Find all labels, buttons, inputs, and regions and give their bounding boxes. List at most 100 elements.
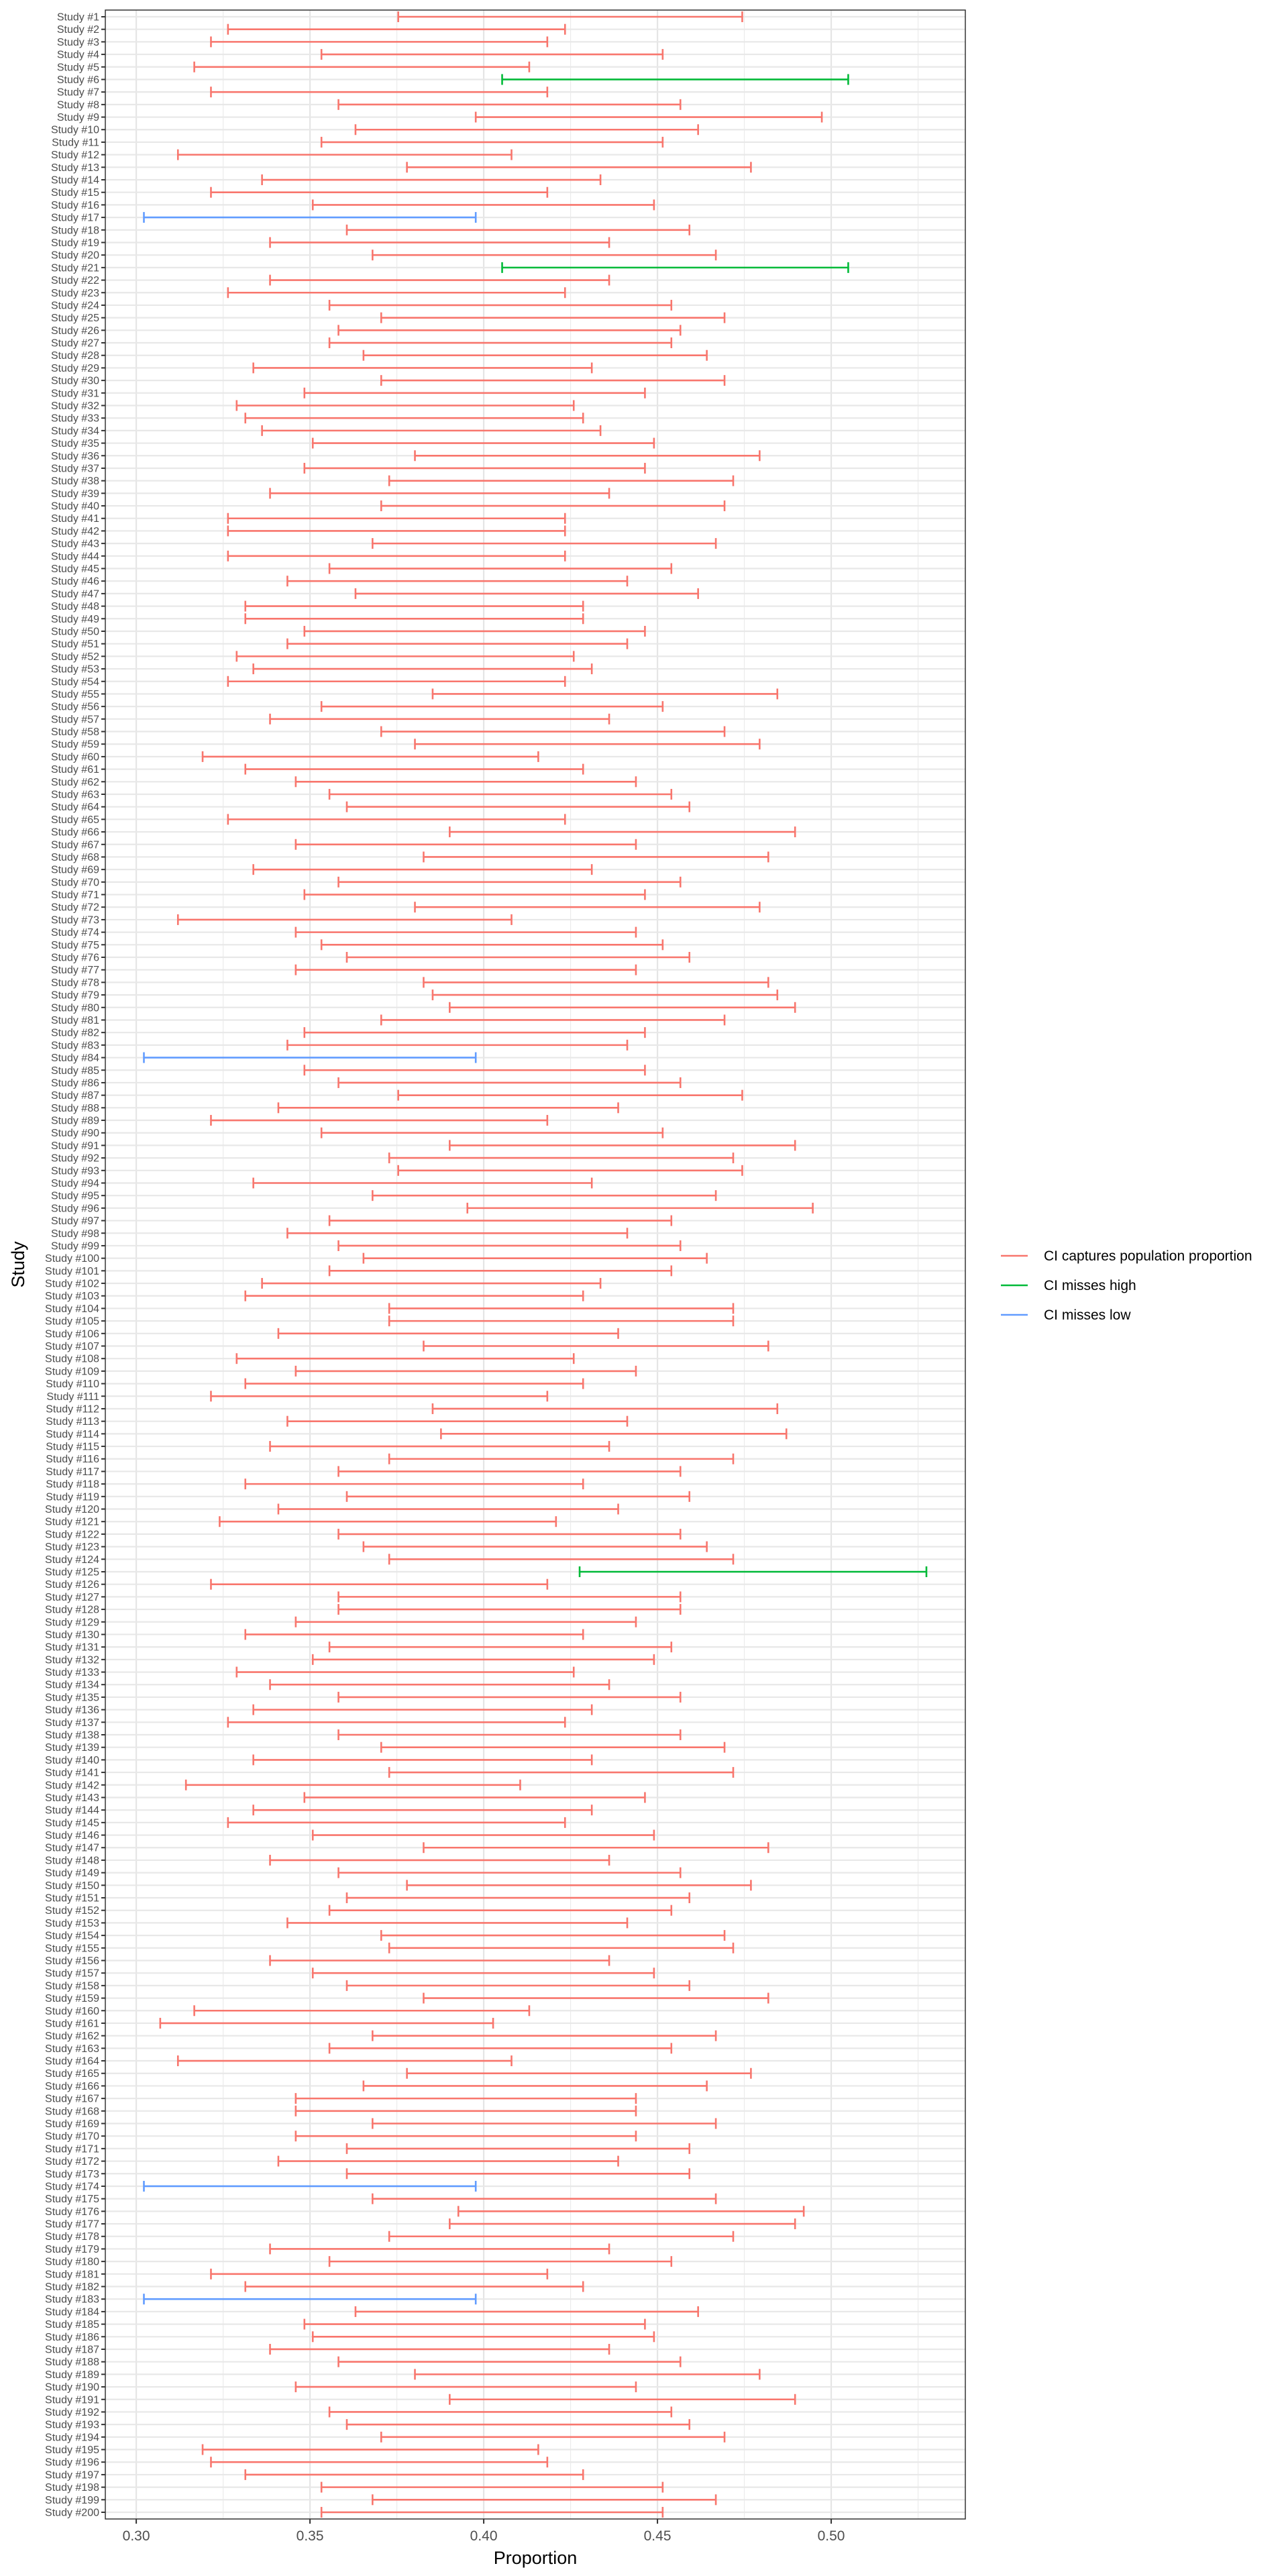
y-tick-label: Study #14 (51, 175, 99, 186)
error-bar-study-103 (244, 1290, 584, 1301)
error-bar-study-39 (269, 488, 610, 499)
y-tick-label: Study #42 (51, 526, 99, 537)
y-tick-label: Study #127 (45, 1592, 99, 1603)
error-bar-study-141 (388, 1767, 735, 1778)
y-tick-label: Study #18 (51, 225, 99, 236)
error-bar-study-20 (372, 250, 717, 261)
y-tick-label: Study #40 (51, 501, 99, 513)
error-bar-study-68 (423, 851, 769, 863)
error-bar-study-113 (286, 1415, 629, 1427)
y-tick-label: Study #57 (51, 714, 99, 725)
error-bar-study-42 (227, 525, 566, 537)
error-bar-study-102 (261, 1278, 602, 1289)
y-tick-label: Study #94 (51, 1178, 99, 1189)
y-tick-label: Study #37 (51, 463, 99, 474)
y-tick-label: Study #164 (45, 2056, 99, 2068)
y-tick-label: Study #148 (45, 1855, 99, 1866)
error-bar-study-44 (227, 550, 566, 561)
error-bar-study-98 (286, 1228, 629, 1239)
y-tick-label: Study #29 (51, 363, 99, 374)
error-bar-study-89 (210, 1115, 549, 1126)
error-bar-study-173 (345, 2168, 691, 2180)
y-tick-label: Study #43 (51, 539, 99, 550)
y-tick-label: Study #101 (45, 1266, 99, 1277)
y-tick-label: Study #151 (45, 1893, 99, 1904)
y-tick-label: Study #77 (51, 965, 99, 976)
y-tick-label: Study #136 (45, 1705, 99, 1716)
error-bar-study-97 (328, 1215, 673, 1226)
y-tick-label: Study #126 (45, 1579, 99, 1591)
error-bar-study-186 (311, 2331, 655, 2343)
error-bar-study-147 (423, 1842, 769, 1854)
y-tick-label: Study #84 (51, 1053, 99, 1064)
error-bar-study-161 (159, 2017, 494, 2029)
y-tick-label: Study #25 (51, 313, 99, 324)
y-tick-label: Study #85 (51, 1065, 99, 1077)
error-bar-study-50 (303, 625, 646, 637)
error-bar-study-199 (372, 2494, 717, 2506)
error-bar-study-153 (286, 1917, 629, 1929)
error-bar-study-90 (320, 1127, 664, 1138)
y-tick-label: Study #135 (45, 1692, 99, 1703)
error-bar-study-56 (320, 701, 664, 712)
error-bar-study-11 (320, 136, 664, 148)
error-bar-study-126 (210, 1578, 549, 1590)
error-bar-study-100 (362, 1252, 708, 1264)
y-tick-label: Study #152 (45, 1905, 99, 1917)
error-bar-study-47 (354, 588, 699, 599)
y-tick-label: Study #32 (51, 400, 99, 412)
y-tick-label: Study #108 (45, 1354, 99, 1365)
y-tick-label: Study #124 (45, 1554, 99, 1566)
y-tick-label: Study #131 (45, 1642, 99, 1654)
error-bar-study-14 (261, 174, 602, 186)
y-tick-label: Study #183 (45, 2294, 99, 2306)
y-tick-label: Study #119 (46, 1491, 99, 1503)
error-bar-study-180 (328, 2256, 673, 2267)
error-bar-study-189 (414, 2369, 761, 2380)
error-bar-study-23 (227, 287, 566, 299)
y-tick-label: Study #181 (45, 2269, 99, 2280)
legend-item-captures: CI captures population proportion (1001, 1248, 1252, 1264)
error-bar-study-46 (286, 576, 629, 587)
error-bar-study-18 (345, 224, 691, 235)
error-bar-study-176 (457, 2206, 805, 2217)
y-tick-label: Study #15 (51, 187, 99, 199)
error-bar-study-132 (311, 1654, 655, 1665)
error-bar-study-13 (406, 162, 752, 173)
error-bar-study-65 (227, 814, 566, 825)
y-tick-label: Study #68 (51, 852, 99, 863)
error-bar-study-136 (252, 1704, 593, 1715)
error-bar-study-159 (423, 1992, 769, 2004)
error-bar-study-75 (320, 939, 664, 951)
y-tick-label: Study #147 (45, 1843, 99, 1854)
error-bar-study-127 (337, 1591, 682, 1603)
error-bar-study-179 (269, 2243, 610, 2255)
y-tick-label: Study #199 (45, 2495, 99, 2506)
y-tick-label: Study #120 (45, 1504, 99, 1515)
error-bar-study-149 (337, 1867, 682, 1878)
grid-lines (105, 10, 965, 2519)
y-tick-label: Study #10 (51, 125, 99, 136)
error-bar-study-7 (210, 87, 549, 98)
error-bar-study-79 (431, 989, 779, 1001)
error-bar-study-163 (328, 2043, 673, 2054)
y-tick-label: Study #93 (51, 1165, 99, 1177)
error-bar-study-121 (219, 1516, 557, 1527)
y-tick-label: Study #176 (45, 2206, 99, 2218)
error-bar-study-120 (277, 1503, 619, 1515)
error-bar-study-139 (380, 1741, 726, 1753)
y-tick-label: Study #193 (45, 2420, 99, 2431)
y-tick-label: Study #112 (46, 1403, 99, 1415)
y-tick-label: Study #19 (51, 237, 99, 249)
error-bar-study-142 (184, 1779, 521, 1790)
error-bar-study-8 (337, 99, 682, 110)
y-tick-label: Study #130 (45, 1629, 99, 1641)
error-bar-study-67 (294, 839, 637, 850)
y-tick-label: Study #106 (45, 1328, 99, 1340)
error-bar-study-158 (345, 1980, 691, 1991)
y-tick-label: Study #52 (51, 651, 99, 663)
error-bar-study-32 (235, 400, 575, 411)
error-bar-study-106 (277, 1328, 619, 1339)
y-tick-label: Study #63 (51, 789, 99, 800)
